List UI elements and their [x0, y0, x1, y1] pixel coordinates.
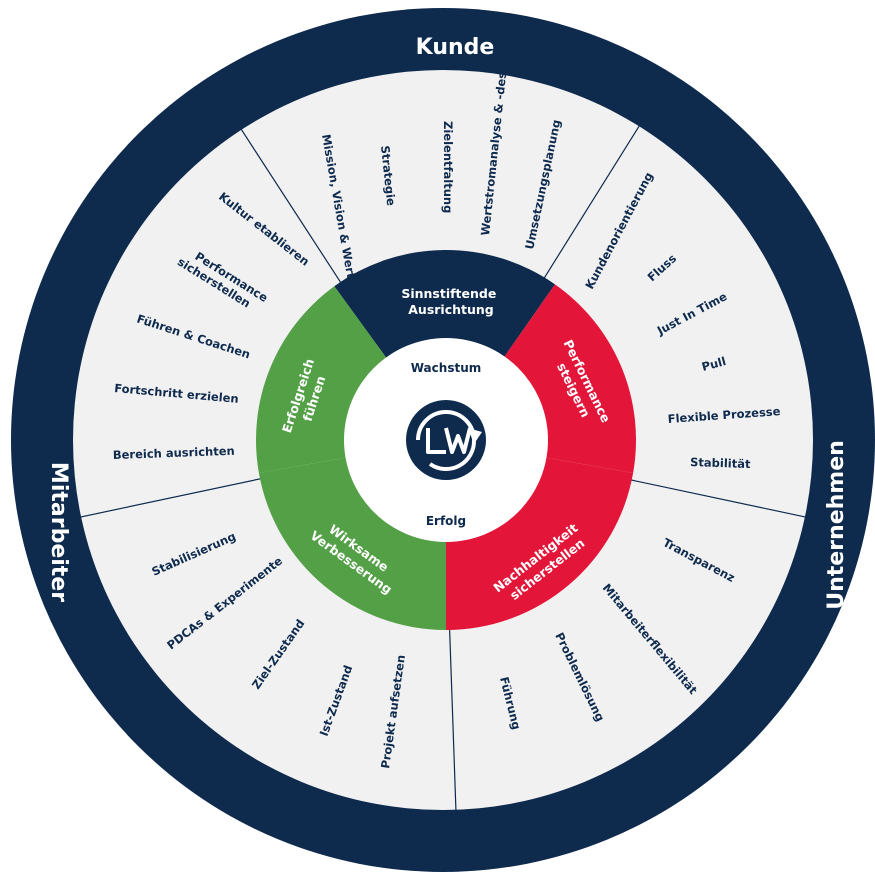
- lw-cycle-logo-icon: [406, 400, 486, 480]
- item-bereich: Bereich ausrichten: [113, 444, 235, 462]
- core-erfolg: Erfolg: [426, 514, 466, 528]
- ring-label-mitarbeiter: Mitarbeiter: [46, 462, 71, 602]
- ring-label-unternehmen: Unternehmen: [824, 440, 849, 610]
- item-zielentfaltung: Zielentfaltung: [441, 121, 455, 213]
- pillar-bottom-right-sector: [446, 457, 634, 630]
- pillar-top-label: Sinnstiftende Ausrichtung: [401, 286, 500, 317]
- core-wachstum: Wachstum: [411, 361, 482, 375]
- item-pull: Pull: [700, 354, 727, 374]
- pillar-right-sector: [503, 284, 636, 473]
- pillar-bottom-left-sector: [258, 457, 446, 630]
- pillar-top-line1: Sinnstiftende: [401, 286, 496, 301]
- ring-label-kunde: Kunde: [416, 35, 495, 60]
- pillar-ring: [256, 249, 636, 630]
- item-stabilitaet: Stabilität: [690, 455, 751, 471]
- pillar-top-sector: [334, 249, 555, 360]
- item-strategie: Strategie: [378, 145, 398, 207]
- pillar-left-sector: [256, 286, 388, 473]
- pillar-top-line2: Ausrichtung: [408, 302, 494, 317]
